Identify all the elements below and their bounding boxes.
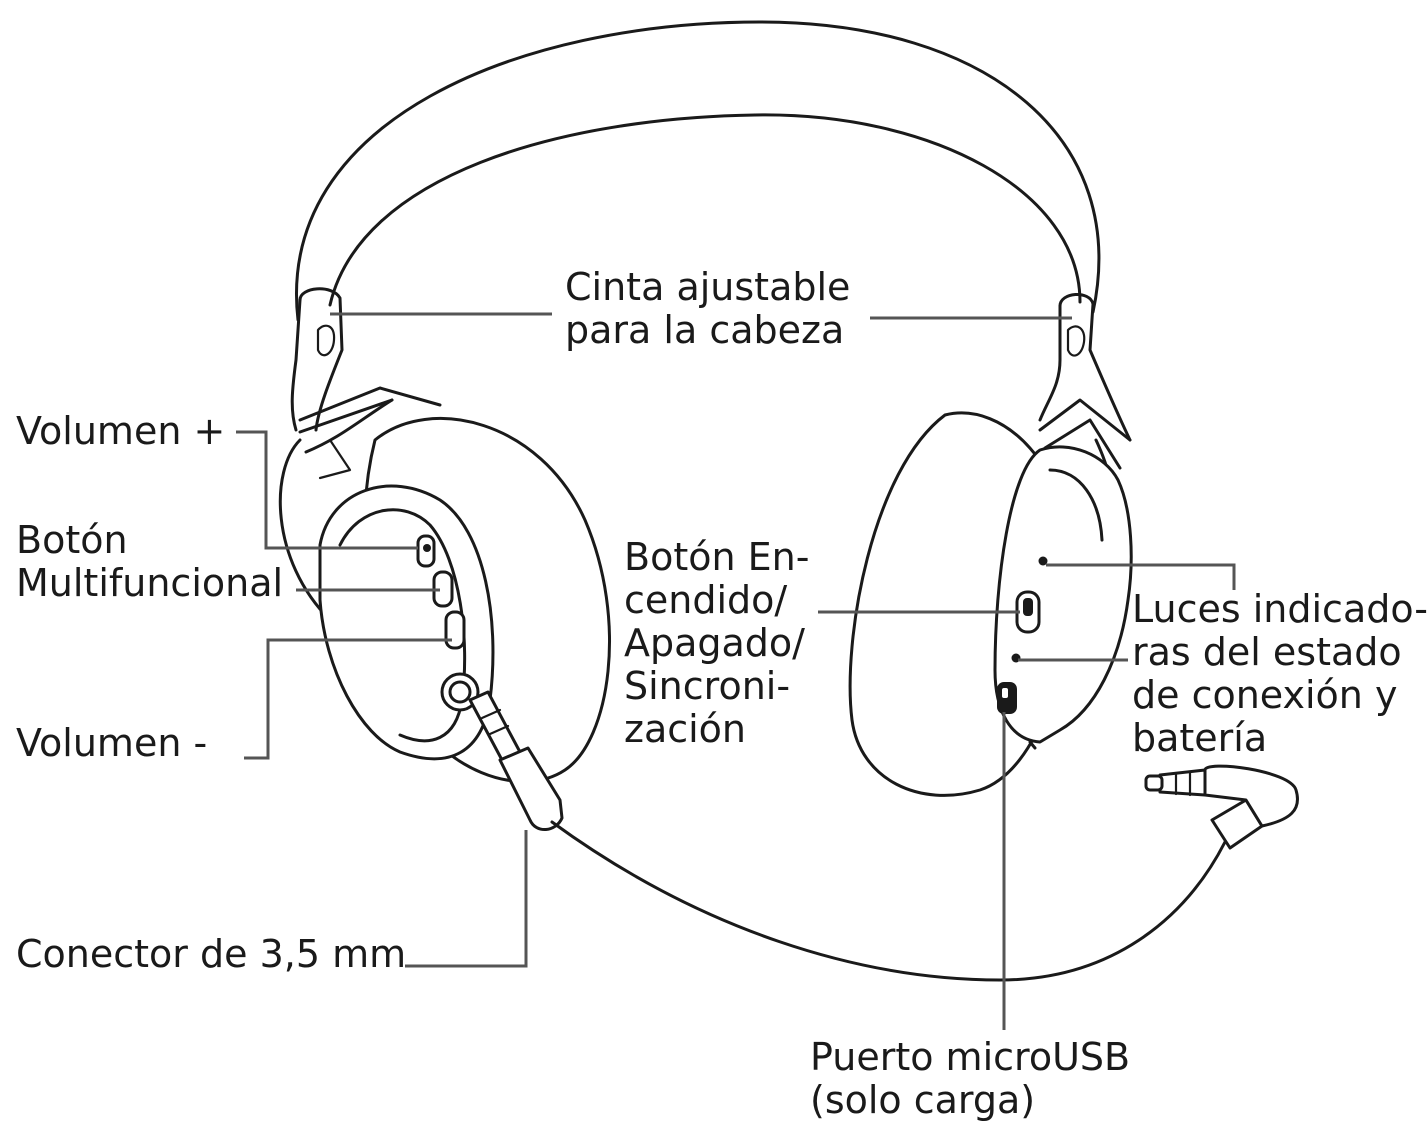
- left-plug: [468, 690, 564, 831]
- label-jack-connector: Conector de 3,5 mm: [16, 932, 407, 976]
- right-plug: [1144, 764, 1299, 850]
- label-headband: Cinta ajustable para la cabeza: [565, 265, 851, 352]
- label-power-button: Botón En- cendido/ Apagado/ Sincroni- za…: [624, 535, 810, 751]
- left-hinge: [290, 287, 442, 480]
- label-volume-down: Volumen -: [16, 721, 208, 765]
- right-earcup: [848, 411, 1133, 797]
- label-multifunction-button: Botón Multifuncional: [16, 518, 284, 605]
- left-earcup: [278, 417, 611, 784]
- label-microusb-port: Puerto microUSB (solo carga): [810, 1035, 1131, 1122]
- leader-lines: [236, 312, 1236, 1030]
- headband: [295, 20, 1101, 322]
- audio-cable: [550, 820, 1227, 982]
- label-volume-up: Volumen +: [16, 409, 226, 453]
- label-status-lights: Luces indicado- ras del estado de conexi…: [1132, 587, 1428, 760]
